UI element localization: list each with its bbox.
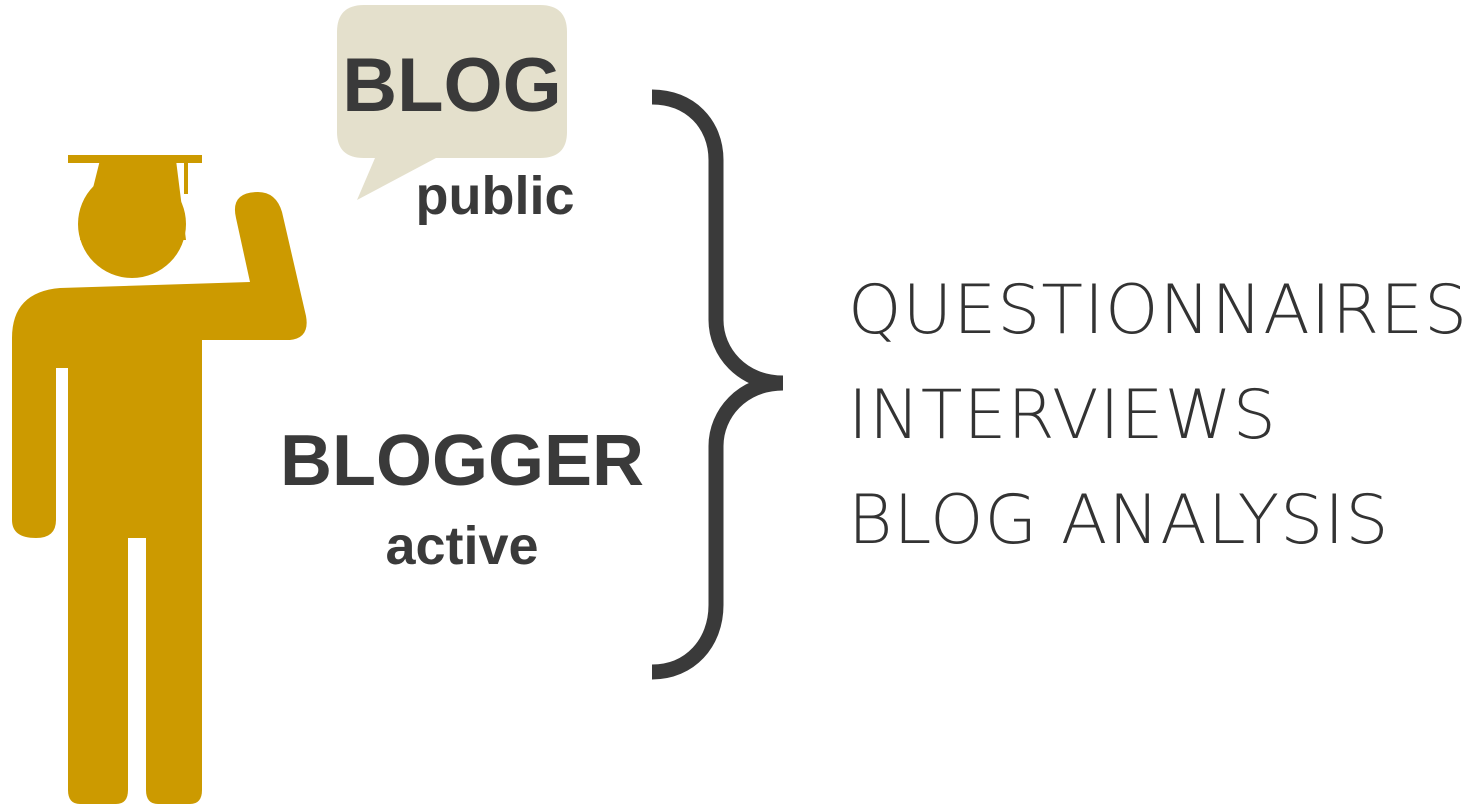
blogger-active-label: active xyxy=(385,516,539,576)
method-blog-analysis: BLOG ANALYSIS xyxy=(848,481,1390,560)
method-questionnaires: QUESTIONNAIRES xyxy=(848,271,1468,350)
method-interviews: INTERVIEWS xyxy=(848,376,1277,455)
blogger-label: BLOGGER xyxy=(279,421,644,501)
blog-public-label: public xyxy=(415,166,575,226)
research-methods-list: QUESTIONNAIRES INTERVIEWS BLOG ANALYSIS xyxy=(848,258,1468,573)
blog-label: BLOG xyxy=(342,43,562,128)
